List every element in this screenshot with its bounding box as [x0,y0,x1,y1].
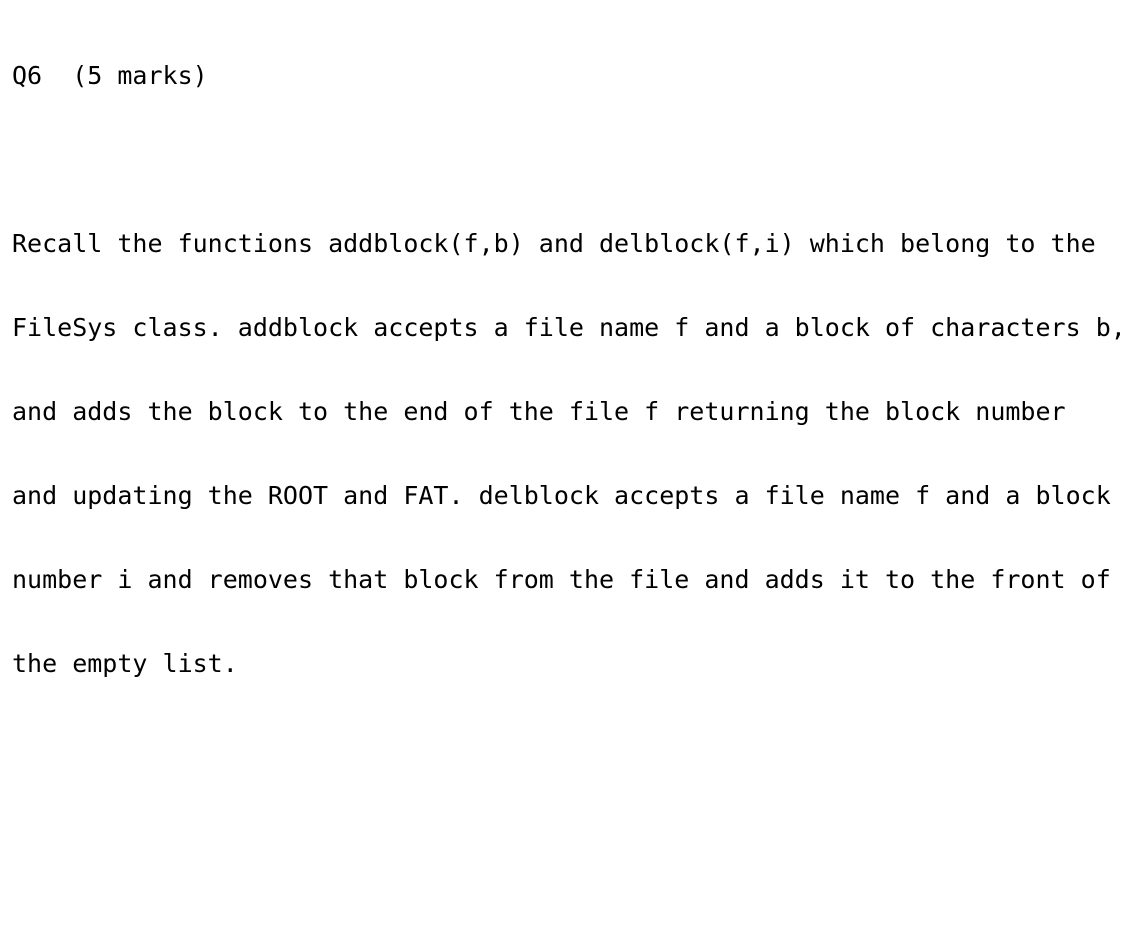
document-body: Q6 (5 marks) Recall the functions addblo… [12,0,1124,932]
text-line: FileSys class. addblock accepts a file n… [12,313,1124,342]
document-page: Q6 (5 marks) Recall the functions addblo… [12,61,1124,678]
clipped-previous-line: Q6 (5 marks) [12,61,208,90]
text-line: the empty list. [12,649,238,678]
text-line: and updating the ROOT and FAT. delblock … [12,481,1111,510]
text-line: Recall the functions addblock(f,b) and d… [12,229,1096,258]
text-line: and adds the block to the end of the fil… [12,397,1066,426]
paragraph-intro: Recall the functions addblock(f,b) and d… [12,174,1124,734]
text-line: number i and removes that block from the… [12,565,1111,594]
paragraph-task: Indicate the changes that will be made t… [12,930,1124,932]
paragraph-spacer [12,818,1124,846]
